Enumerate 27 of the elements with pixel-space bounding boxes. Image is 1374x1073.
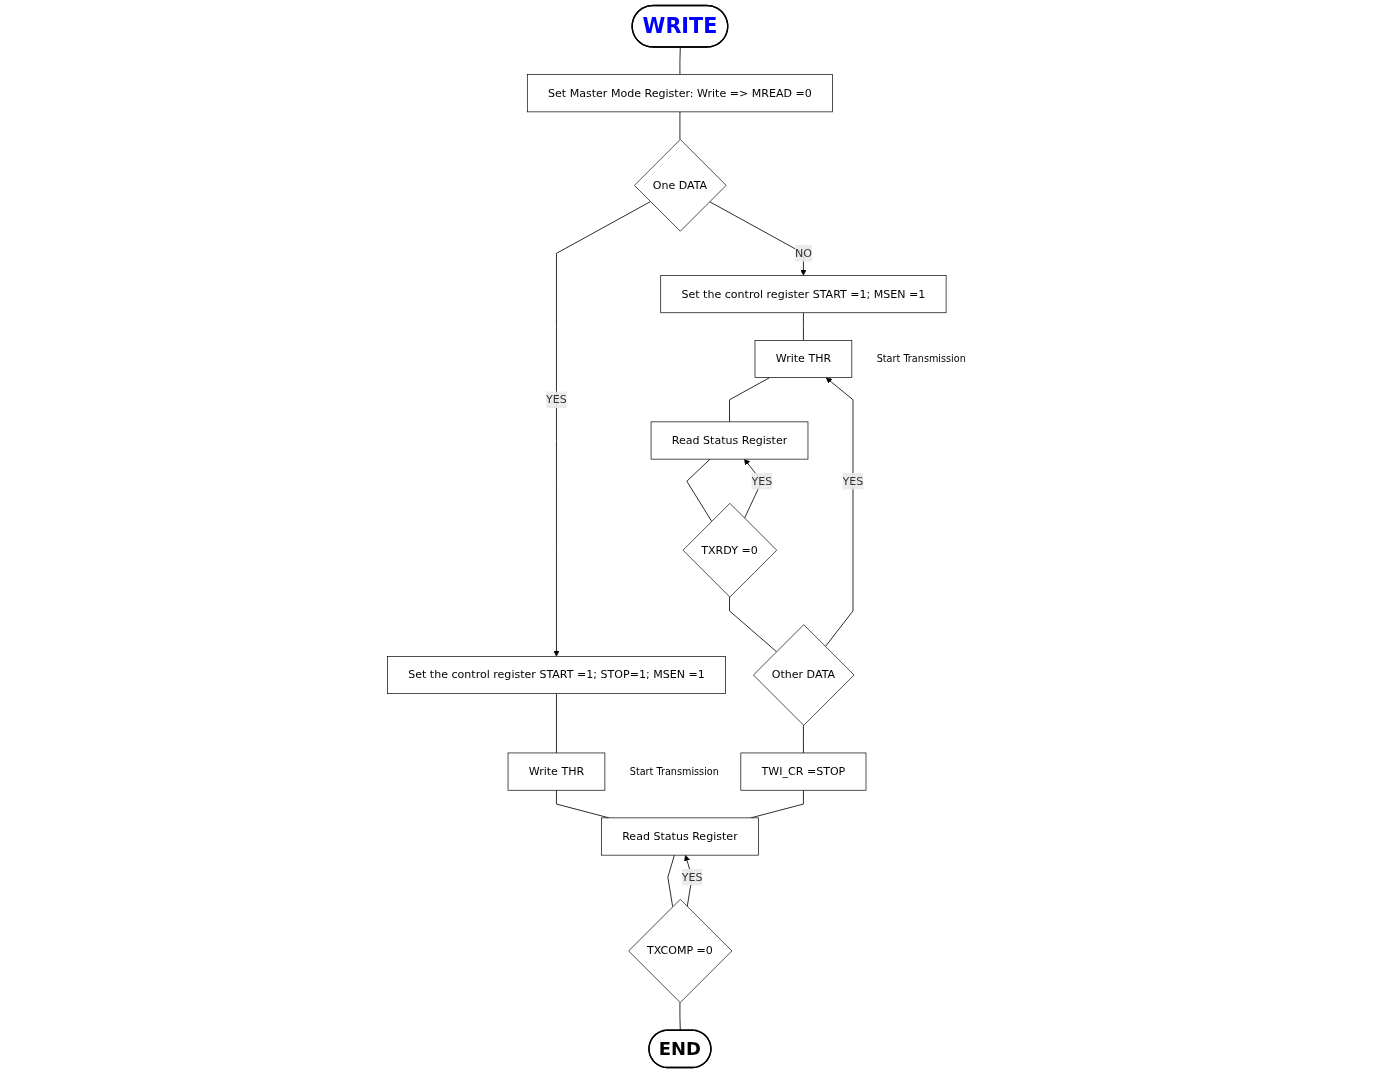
edge-label: YES [842, 474, 864, 488]
connector [803, 724, 804, 754]
connector [667, 854, 675, 908]
node-box: Read Status Register [650, 421, 809, 460]
node-label: Start Transmission [629, 765, 719, 777]
connector [556, 693, 557, 754]
node-box: Read Status Register [601, 817, 759, 856]
node-box: TWI_CR =STOP [740, 752, 867, 791]
node-box: Set the control register START =1; MSEN =1 [660, 275, 947, 314]
connector [729, 596, 777, 653]
connector [679, 46, 681, 75]
edge-label: NO [794, 246, 812, 260]
node-diamond: TXCOMP =0 [628, 899, 733, 1003]
node-box: Set Master Mode Register: Write => MREAD =0 [526, 74, 833, 113]
edge-label: YES [546, 392, 567, 406]
edge-label: YES [681, 870, 703, 884]
node-diamond: One DATA [634, 139, 727, 232]
node-diamond: Other DATA [753, 624, 855, 726]
connector [729, 377, 770, 423]
node-diamond: TXRDY =0 [682, 503, 778, 598]
node-box: Write THR [507, 752, 606, 791]
edge-label: YES [751, 474, 773, 488]
node-box: Write THR [754, 340, 853, 378]
node-box: Set the control register START =1; STOP=1; MSEN =1 [387, 656, 726, 694]
connector [679, 1002, 681, 1031]
connector [803, 312, 804, 341]
node-label: Start Transmission [876, 353, 966, 365]
